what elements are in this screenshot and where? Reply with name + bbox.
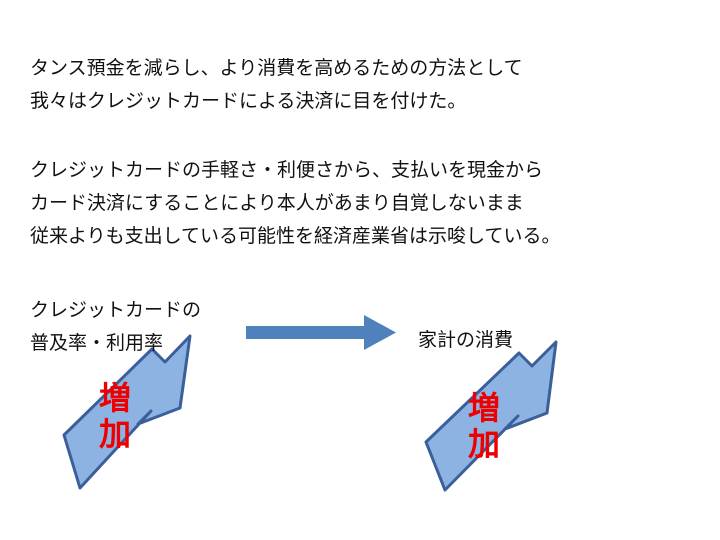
card-usage-label: クレジットカードの 普及率・利用率 <box>30 294 201 360</box>
intro-paragraph: タンス預金を減らし、より消費を高めるための方法として 我々はクレジットカードによ… <box>30 52 523 118</box>
household-consumption-label: 家計の消費 <box>418 329 514 351</box>
explanation-line-3: 従来よりも支出している可能性を経済産業省は示唆している。 <box>30 225 561 247</box>
card-usage-label-line-1: クレジットカードの <box>30 299 202 321</box>
increase-label-left: 増 加 <box>97 380 133 452</box>
intro-line-1: タンス預金を減らし、より消費を高めるための方法として <box>30 57 523 79</box>
increase-char-2: 加 <box>467 425 500 463</box>
intro-line-2: 我々はクレジットカードによる決済に目を付けた。 <box>30 90 467 112</box>
increase-char-2: 加 <box>98 415 131 453</box>
increase-arrow-left <box>62 334 192 490</box>
increase-arrow-right <box>424 340 558 492</box>
explanation-line-2: カード決済にすることにより本人があまり自覚しないまま <box>30 192 524 214</box>
explanation-paragraph: クレジットカードの手軽さ・利便さから、支払いを現金から カード決済にすることによ… <box>30 154 560 253</box>
increase-char-1: 増 <box>467 389 500 427</box>
increase-char-1: 増 <box>98 379 131 417</box>
card-usage-label-line-2: 普及率・利用率 <box>30 332 164 354</box>
increase-label-right: 増 加 <box>466 390 502 462</box>
explanation-line-1: クレジットカードの手軽さ・利便さから、支払いを現金から <box>30 159 544 181</box>
connector-arrow <box>246 315 396 350</box>
